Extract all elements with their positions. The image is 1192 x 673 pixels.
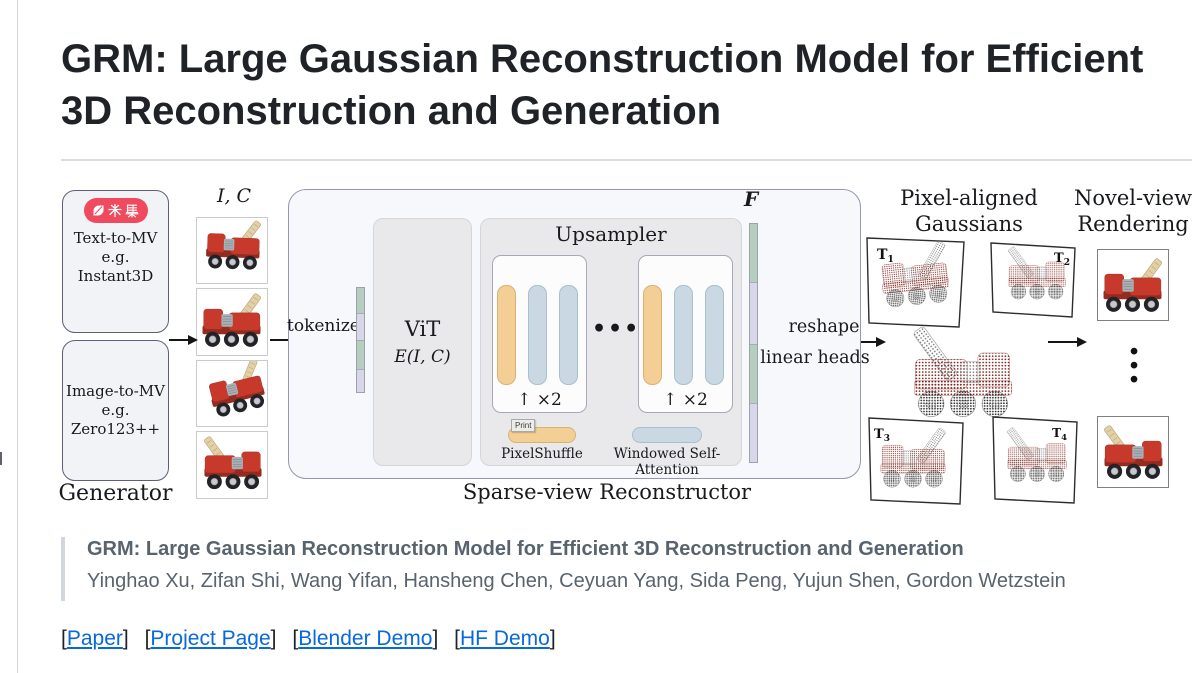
pixelshuffle-label: PixelShuffle bbox=[501, 446, 583, 462]
upscale-label-left: ↑ ×2 bbox=[517, 390, 562, 410]
attention-bar-left-2 bbox=[559, 285, 578, 385]
gaussian-frame-t1: T1 bbox=[866, 237, 965, 328]
input-view-image-4 bbox=[196, 431, 268, 499]
generator-box-image-to-mv: Image-to-MV e.g. Zero123++ bbox=[62, 340, 169, 481]
gaussians-heading-line2: Gaussians bbox=[915, 212, 1023, 236]
windowed-attention-legend-pill bbox=[632, 427, 702, 443]
screen-artifact bbox=[0, 452, 2, 465]
input-view-image-2 bbox=[196, 288, 268, 356]
bracket: [ bbox=[292, 627, 299, 650]
print-tooltip: Print bbox=[511, 419, 536, 432]
gaussian-frame-t2: T2 bbox=[990, 242, 1076, 318]
pixelshuffle-bar-left bbox=[497, 285, 516, 385]
gaussian-frame-t3: T3 bbox=[868, 417, 964, 505]
windowed-attention-label: Windowed Self-Attention bbox=[613, 446, 721, 478]
citation-title: GRM: Large Gaussian Reconstruction Model… bbox=[87, 538, 964, 560]
generator-caption: Generator bbox=[58, 481, 173, 506]
links-row: [Paper] [Project Page] [Blender Demo] [H… bbox=[61, 627, 1161, 651]
gen2-line3: Zero123++ bbox=[70, 420, 161, 438]
bracket: [ bbox=[144, 627, 151, 650]
input-view-image-1 bbox=[196, 217, 268, 284]
bracket: ] bbox=[549, 627, 556, 650]
svg-text:T4: T4 bbox=[1052, 426, 1067, 443]
pixelshuffle-bar-right bbox=[643, 285, 662, 385]
bracket: [ bbox=[454, 627, 460, 650]
gen2-line1: Image-to-MV bbox=[66, 382, 165, 400]
rendering-heading-line1: Novel-view bbox=[1073, 186, 1192, 210]
rendering-heading-line2: Rendering bbox=[1077, 212, 1189, 236]
svg-text:T2: T2 bbox=[1054, 251, 1070, 268]
svg-text:T3: T3 bbox=[874, 427, 890, 444]
gen1-line3: Instant3D bbox=[77, 267, 154, 285]
bracket: [ bbox=[61, 627, 67, 650]
tokenize-label: tokenize bbox=[287, 316, 360, 336]
novel-view-image-2 bbox=[1097, 416, 1169, 488]
gen2-line2: e.g. bbox=[101, 401, 130, 419]
citation-authors: Yinghao Xu, Zifan Shi, Wang Yifan, Hansh… bbox=[87, 570, 1066, 592]
ellipsis-vertical: • • • bbox=[1127, 340, 1141, 394]
upsampler-title: Upsampler bbox=[555, 222, 667, 246]
badge-glyph-cai bbox=[108, 203, 122, 218]
page-title-line1: GRM: Large Gaussian Reconstruction Model… bbox=[61, 37, 1144, 81]
svg-text:T1: T1 bbox=[877, 247, 894, 265]
gaussian-pointcloud-center bbox=[912, 325, 1013, 418]
token-strip bbox=[356, 287, 365, 393]
ellipsis-horizontal: ••• bbox=[592, 316, 641, 342]
feature-strip bbox=[749, 223, 758, 463]
blockquote-bar bbox=[61, 537, 65, 601]
project-page-link[interactable]: Project Page bbox=[150, 627, 271, 650]
attention-bar-right-2 bbox=[705, 285, 724, 385]
rendering-heading: Novel-view Rendering bbox=[1072, 185, 1192, 237]
reconstructor-caption: Sparse-view Reconstructor bbox=[462, 480, 752, 504]
arrow-gaussians-to-rendering bbox=[1048, 336, 1087, 347]
caiji-collect-badge[interactable]: 采集 bbox=[83, 198, 148, 223]
bracket: ] bbox=[122, 627, 129, 650]
page-left-border bbox=[17, 0, 18, 673]
blender-demo-link[interactable]: Blender Demo bbox=[298, 627, 433, 650]
attention-bar-right-1 bbox=[674, 285, 693, 385]
gaussians-heading-line1: Pixel-aligned bbox=[900, 186, 1038, 210]
gen1-line2: e.g. bbox=[101, 248, 130, 266]
paper-link[interactable]: Paper bbox=[66, 627, 123, 650]
gaussians-heading: Pixel-aligned Gaussians bbox=[878, 185, 1060, 237]
novel-view-image-1 bbox=[1097, 249, 1169, 321]
leaf-icon bbox=[93, 205, 104, 216]
generator-box-text-to-mv: 采集 Text-to-MV e.g. Instant3D bbox=[62, 190, 169, 333]
reshape-label: reshape bbox=[788, 317, 860, 337]
gaussian-frame-t4: T4 bbox=[992, 416, 1078, 504]
hf-demo-link[interactable]: HF Demo bbox=[459, 627, 550, 650]
upscale-label-right: ↑ ×2 bbox=[663, 390, 708, 410]
vit-label: ViT bbox=[404, 317, 441, 341]
page-title-line2: 3D Reconstruction and Generation bbox=[61, 89, 722, 133]
badge-glyph-ji bbox=[125, 204, 139, 218]
feature-map-label: F bbox=[744, 187, 759, 211]
gen1-line1: Text-to-MV bbox=[73, 229, 158, 247]
bracket: ] bbox=[270, 627, 277, 650]
vit-encoder-label: E(I, C) bbox=[394, 347, 451, 367]
input-views-label: I, C bbox=[216, 185, 252, 207]
arrow-generator-to-views bbox=[169, 334, 198, 345]
attention-bar-left-1 bbox=[528, 285, 547, 385]
page-title: GRM: Large Gaussian Reconstruction Model… bbox=[61, 33, 1179, 137]
linear-heads-label: linear heads bbox=[760, 348, 870, 368]
vit-box: ViT E(I, C) bbox=[373, 218, 472, 466]
bracket: ] bbox=[432, 627, 439, 650]
input-view-image-3 bbox=[196, 356, 269, 427]
title-divider bbox=[61, 159, 1192, 161]
